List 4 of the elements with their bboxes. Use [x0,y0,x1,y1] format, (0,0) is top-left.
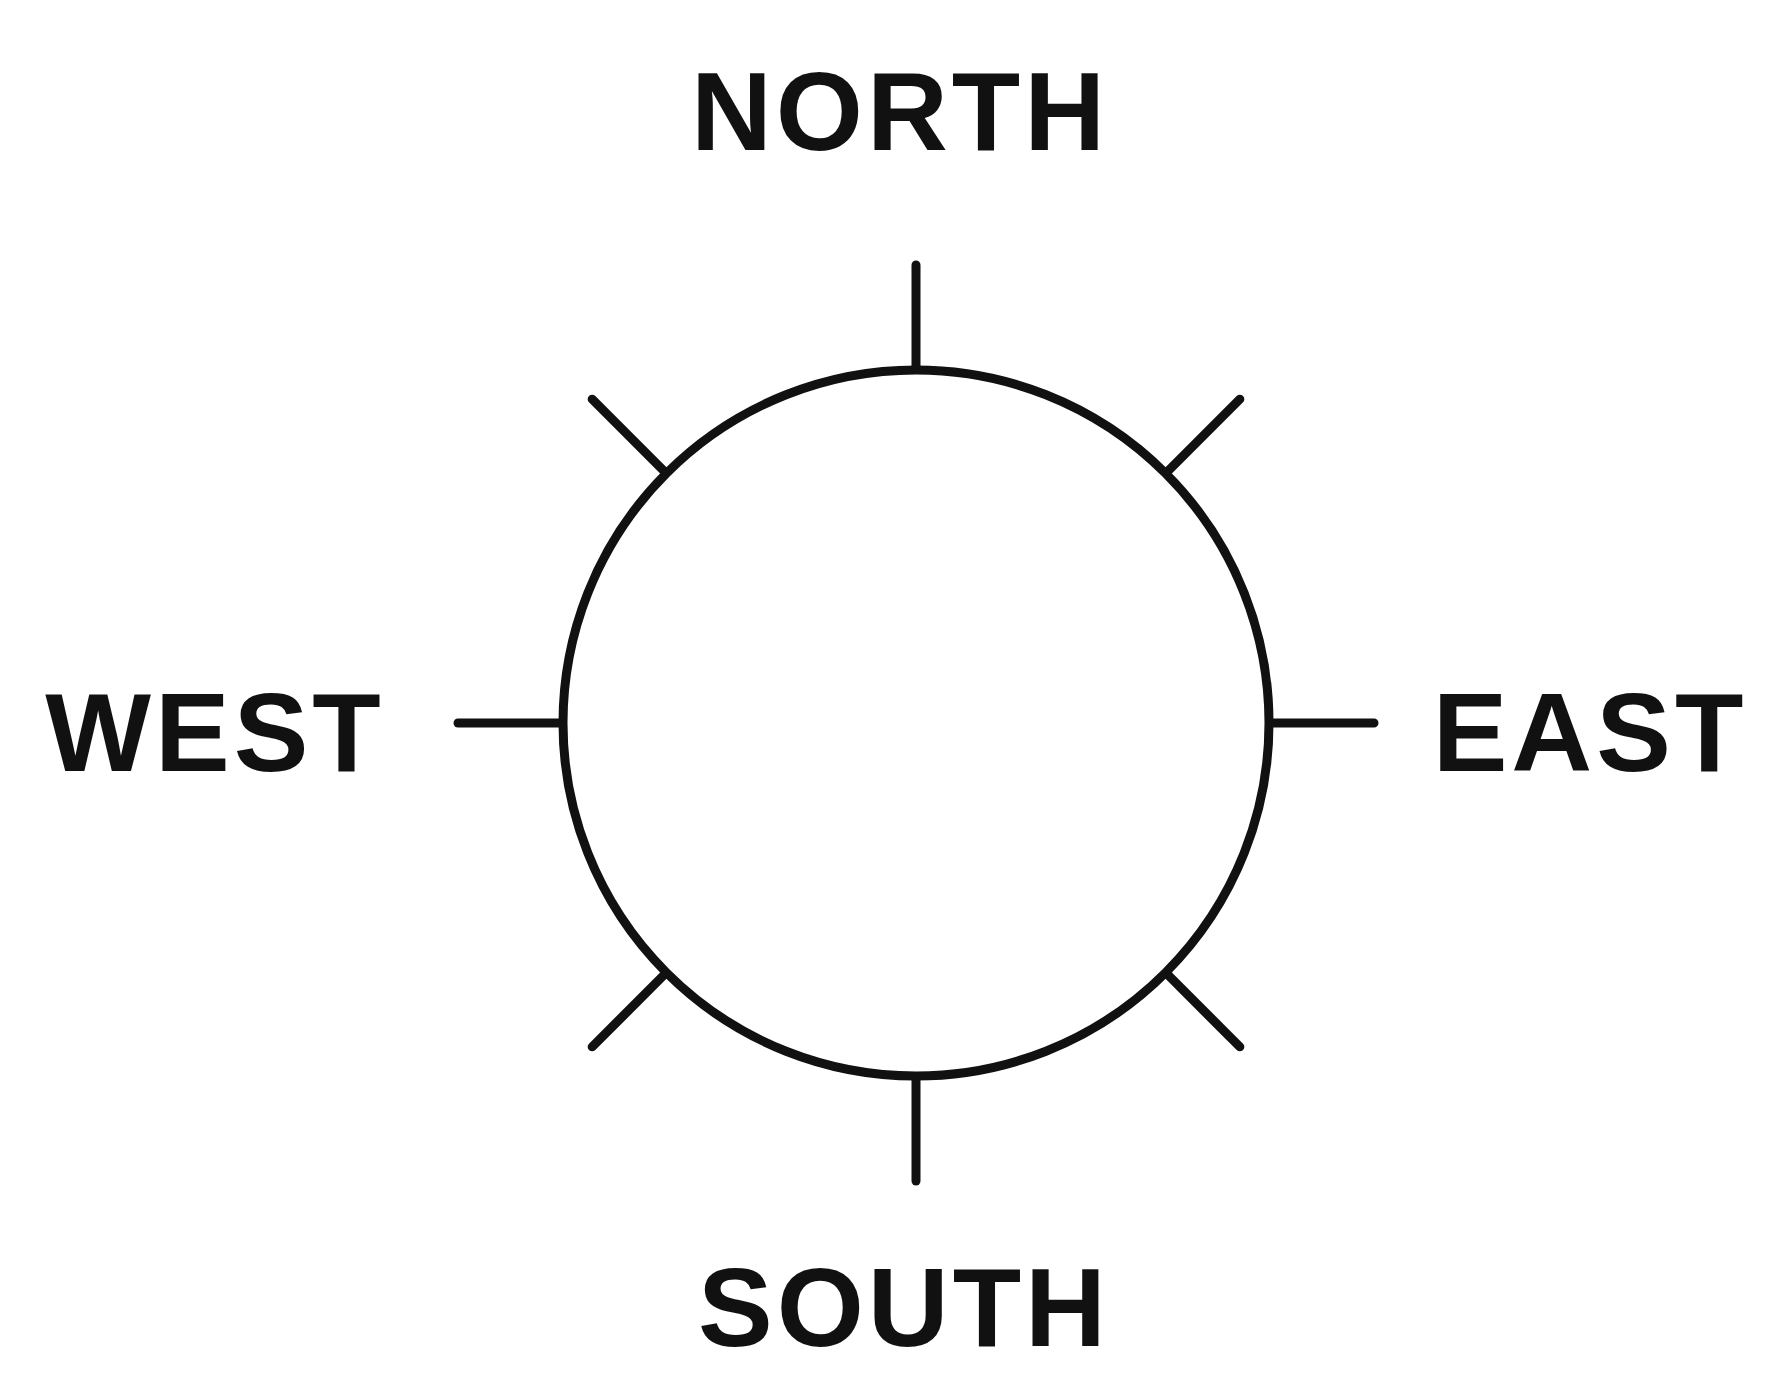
direction-label: NORTH [690,56,1110,168]
direction-label: WEST [45,677,385,789]
direction-label: SOUTH [698,1252,1110,1364]
direction-label: EAST [1432,677,1748,789]
